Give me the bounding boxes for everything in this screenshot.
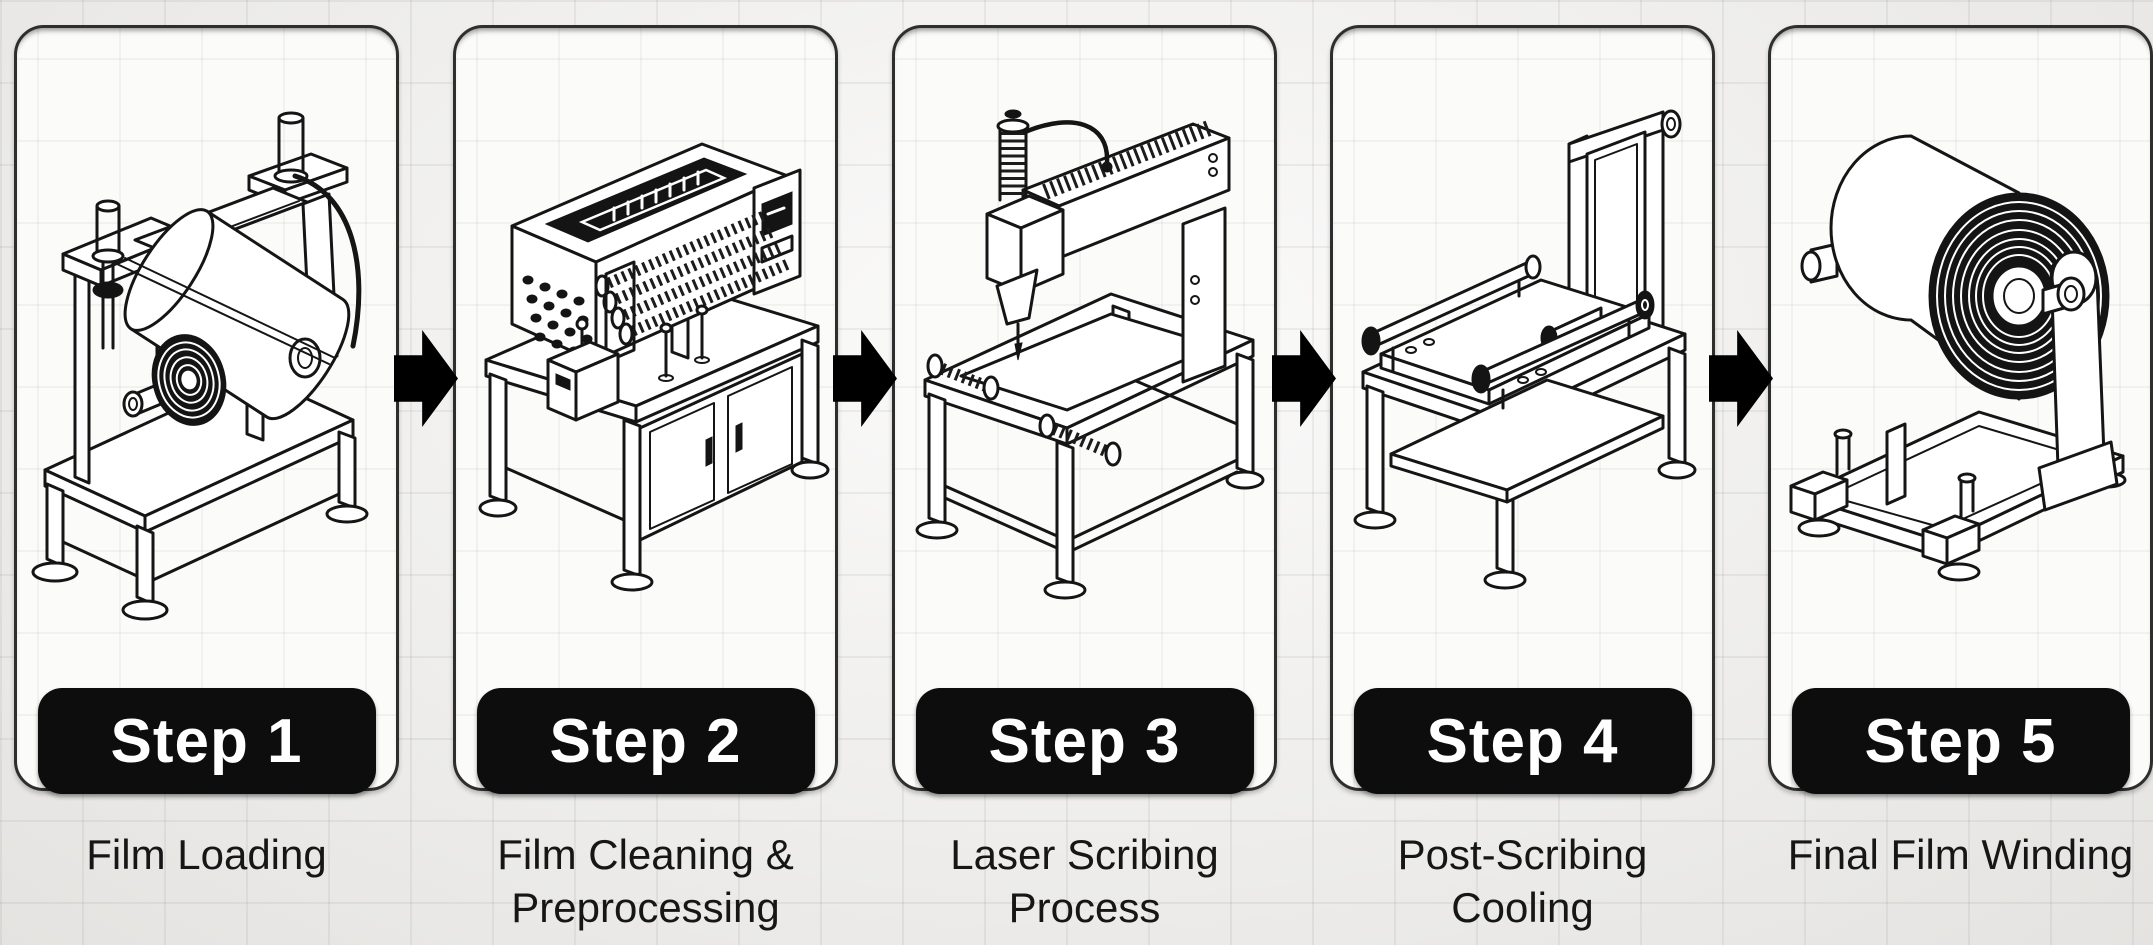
film-winding-machine-illustration: [1789, 134, 2127, 582]
step-3: Step 3 Laser Scribing Process: [892, 0, 1277, 945]
cooling-machine-illustration: [1353, 109, 1697, 590]
step-badge: Step 3: [915, 688, 1254, 794]
step-5-card: Step 5: [1768, 25, 2153, 794]
step-badge-label: Step 1: [110, 706, 303, 776]
pump-unit: [546, 317, 620, 422]
step-caption: Film Cleaning & Preprocessing: [497, 831, 794, 931]
step-caption: Film Loading: [86, 831, 327, 878]
film-loading-machine-illustration: [31, 111, 369, 621]
side-monitor: [752, 168, 802, 296]
guide-rollers: [1361, 254, 1655, 410]
winder-arm: [2037, 250, 2119, 512]
step-2-card: Step 2: [453, 25, 838, 794]
step-4-card: Step 4: [1330, 25, 1715, 794]
step-caption: Laser Scribing Process: [950, 831, 1219, 931]
conveyor-rollers: [926, 353, 1122, 467]
flow-arrow-icon-1: [394, 330, 458, 427]
step-2: Step 2 Film Cleaning & Preprocessing: [453, 0, 838, 945]
step-badge: Step 5: [1791, 688, 2130, 794]
flow-arrow-icon-3: [1272, 330, 1336, 427]
display-panel: [544, 157, 748, 243]
laser-scribing-machine-illustration: [915, 109, 1265, 600]
roller-assembly: [594, 210, 791, 364]
cable: [1022, 120, 1110, 165]
step-1: Step 1 Film Loading: [14, 0, 399, 945]
cabinet-table: [478, 278, 830, 592]
step-badge: Step 1: [37, 688, 376, 794]
step-badge-label: Step 3: [988, 706, 1181, 776]
step-5: Step 5 Final Film Winding: [1768, 0, 2153, 945]
flow-arrow-icon-2: [833, 330, 897, 427]
step-4: Step 4 Post-Scribing Cooling: [1330, 0, 1715, 945]
laser-head: [985, 109, 1113, 361]
table-frame: [915, 292, 1265, 600]
base-frame: [1789, 410, 2127, 582]
guide-rods: [658, 304, 710, 382]
laser-nozzle: [995, 268, 1039, 326]
step-badge-label: Step 2: [549, 706, 742, 776]
film-roll: [151, 334, 227, 426]
cable: [292, 173, 362, 349]
step-1-card: Step 1: [14, 25, 399, 794]
step-badge: Step 2: [476, 688, 815, 794]
roll-support-post: [1885, 422, 1907, 506]
flow-arrow-icon-4: [1709, 330, 1773, 427]
film-web: [116, 257, 336, 365]
step-caption: Post-Scribing Cooling: [1397, 831, 1648, 931]
step-caption: Final Film Winding: [1787, 831, 2134, 878]
step-badge-label: Step 5: [1864, 706, 2057, 776]
film-cleaning-machine-illustration: [478, 142, 830, 592]
step-badge: Step 4: [1353, 688, 1692, 794]
step-3-card: Step 3: [892, 25, 1277, 794]
step-badge-label: Step 4: [1426, 706, 1619, 776]
